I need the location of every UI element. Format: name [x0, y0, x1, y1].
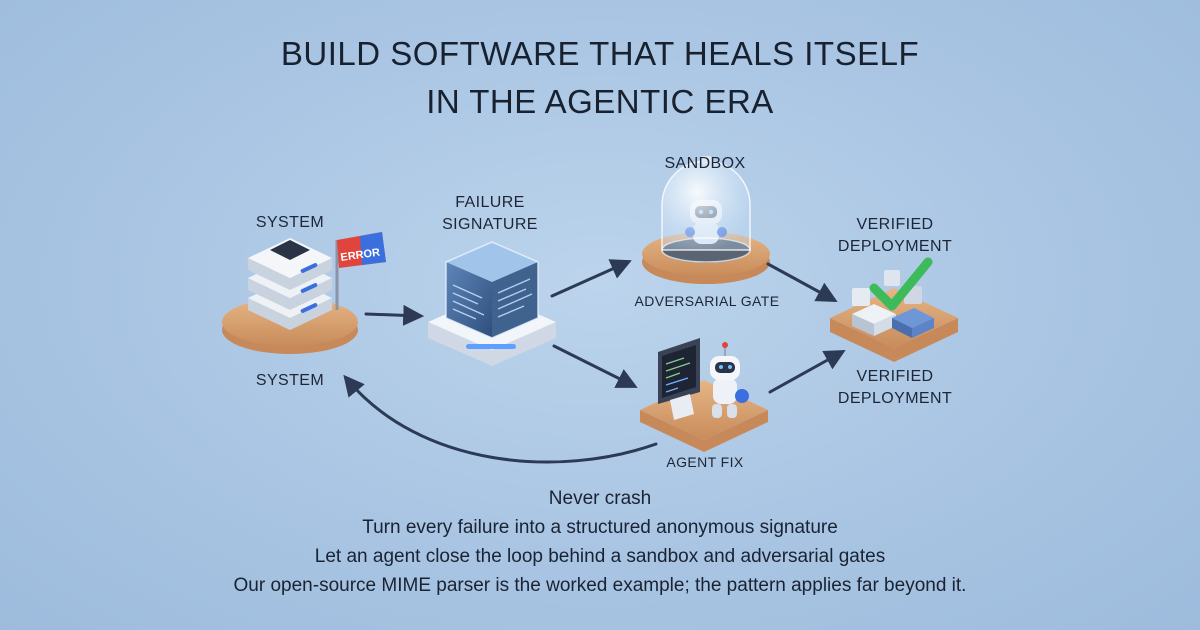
adversarial-gate-label: ADVERSARIAL GATE [634, 293, 780, 309]
data-cube-icon [445, 241, 539, 339]
robot-worker-icon [710, 342, 749, 418]
arrow-system-to-signature [364, 304, 425, 326]
tagline-1: Never crash [548, 488, 652, 509]
error-flag-icon [335, 232, 386, 310]
tagline-4: Our open-source MIME parser is the worke… [233, 575, 967, 596]
arrow-sandbox-to-verified [766, 262, 838, 303]
failure-signature-node [428, 241, 556, 366]
title-line-2: IN THE AGENTIC ERA [426, 82, 774, 120]
sandbox-label: SANDBOX [664, 155, 746, 172]
system-bottom-label: SYSTEM [255, 372, 325, 389]
sandbox-node [642, 156, 770, 284]
verified-deployment-node [830, 257, 958, 362]
verified-deployment-top-label: VERIFIED DEPLOYMENT [837, 216, 953, 255]
page-title: BUILD SOFTWARE THAT HEALS ITSELF IN THE … [0, 30, 1200, 126]
computer-monitor-icon [658, 338, 700, 420]
tagline-2: Turn every failure into a structured ano… [362, 517, 838, 538]
arrow-signature-to-agent-fix [552, 344, 638, 388]
failure-signature-label: FAILURE SIGNATURE [442, 194, 538, 233]
verified-deployment-bottom-label: VERIFIED DEPLOYMENT [837, 368, 953, 407]
check-mark-icon [869, 257, 933, 311]
title-line-1: BUILD SOFTWARE THAT HEALS ITSELF [280, 35, 920, 72]
server-stack-icon [248, 238, 332, 330]
agent-fix-label: AGENT FIX [666, 454, 744, 470]
tagline-3: Let an agent close the loop behind a san… [314, 546, 886, 567]
feedback-loop-arrow [343, 374, 658, 464]
system-node [222, 232, 386, 354]
tagline-block: Never crash Turn every failure into a st… [0, 484, 1200, 600]
system-top-label: SYSTEM [255, 214, 325, 231]
error-flag-text: ERROR [340, 247, 381, 264]
glass-dome-icon [661, 156, 751, 263]
arrow-signature-to-sandbox [550, 259, 632, 298]
arrow-agent-fix-to-verified [768, 349, 846, 394]
agent-fix-node [640, 338, 768, 452]
